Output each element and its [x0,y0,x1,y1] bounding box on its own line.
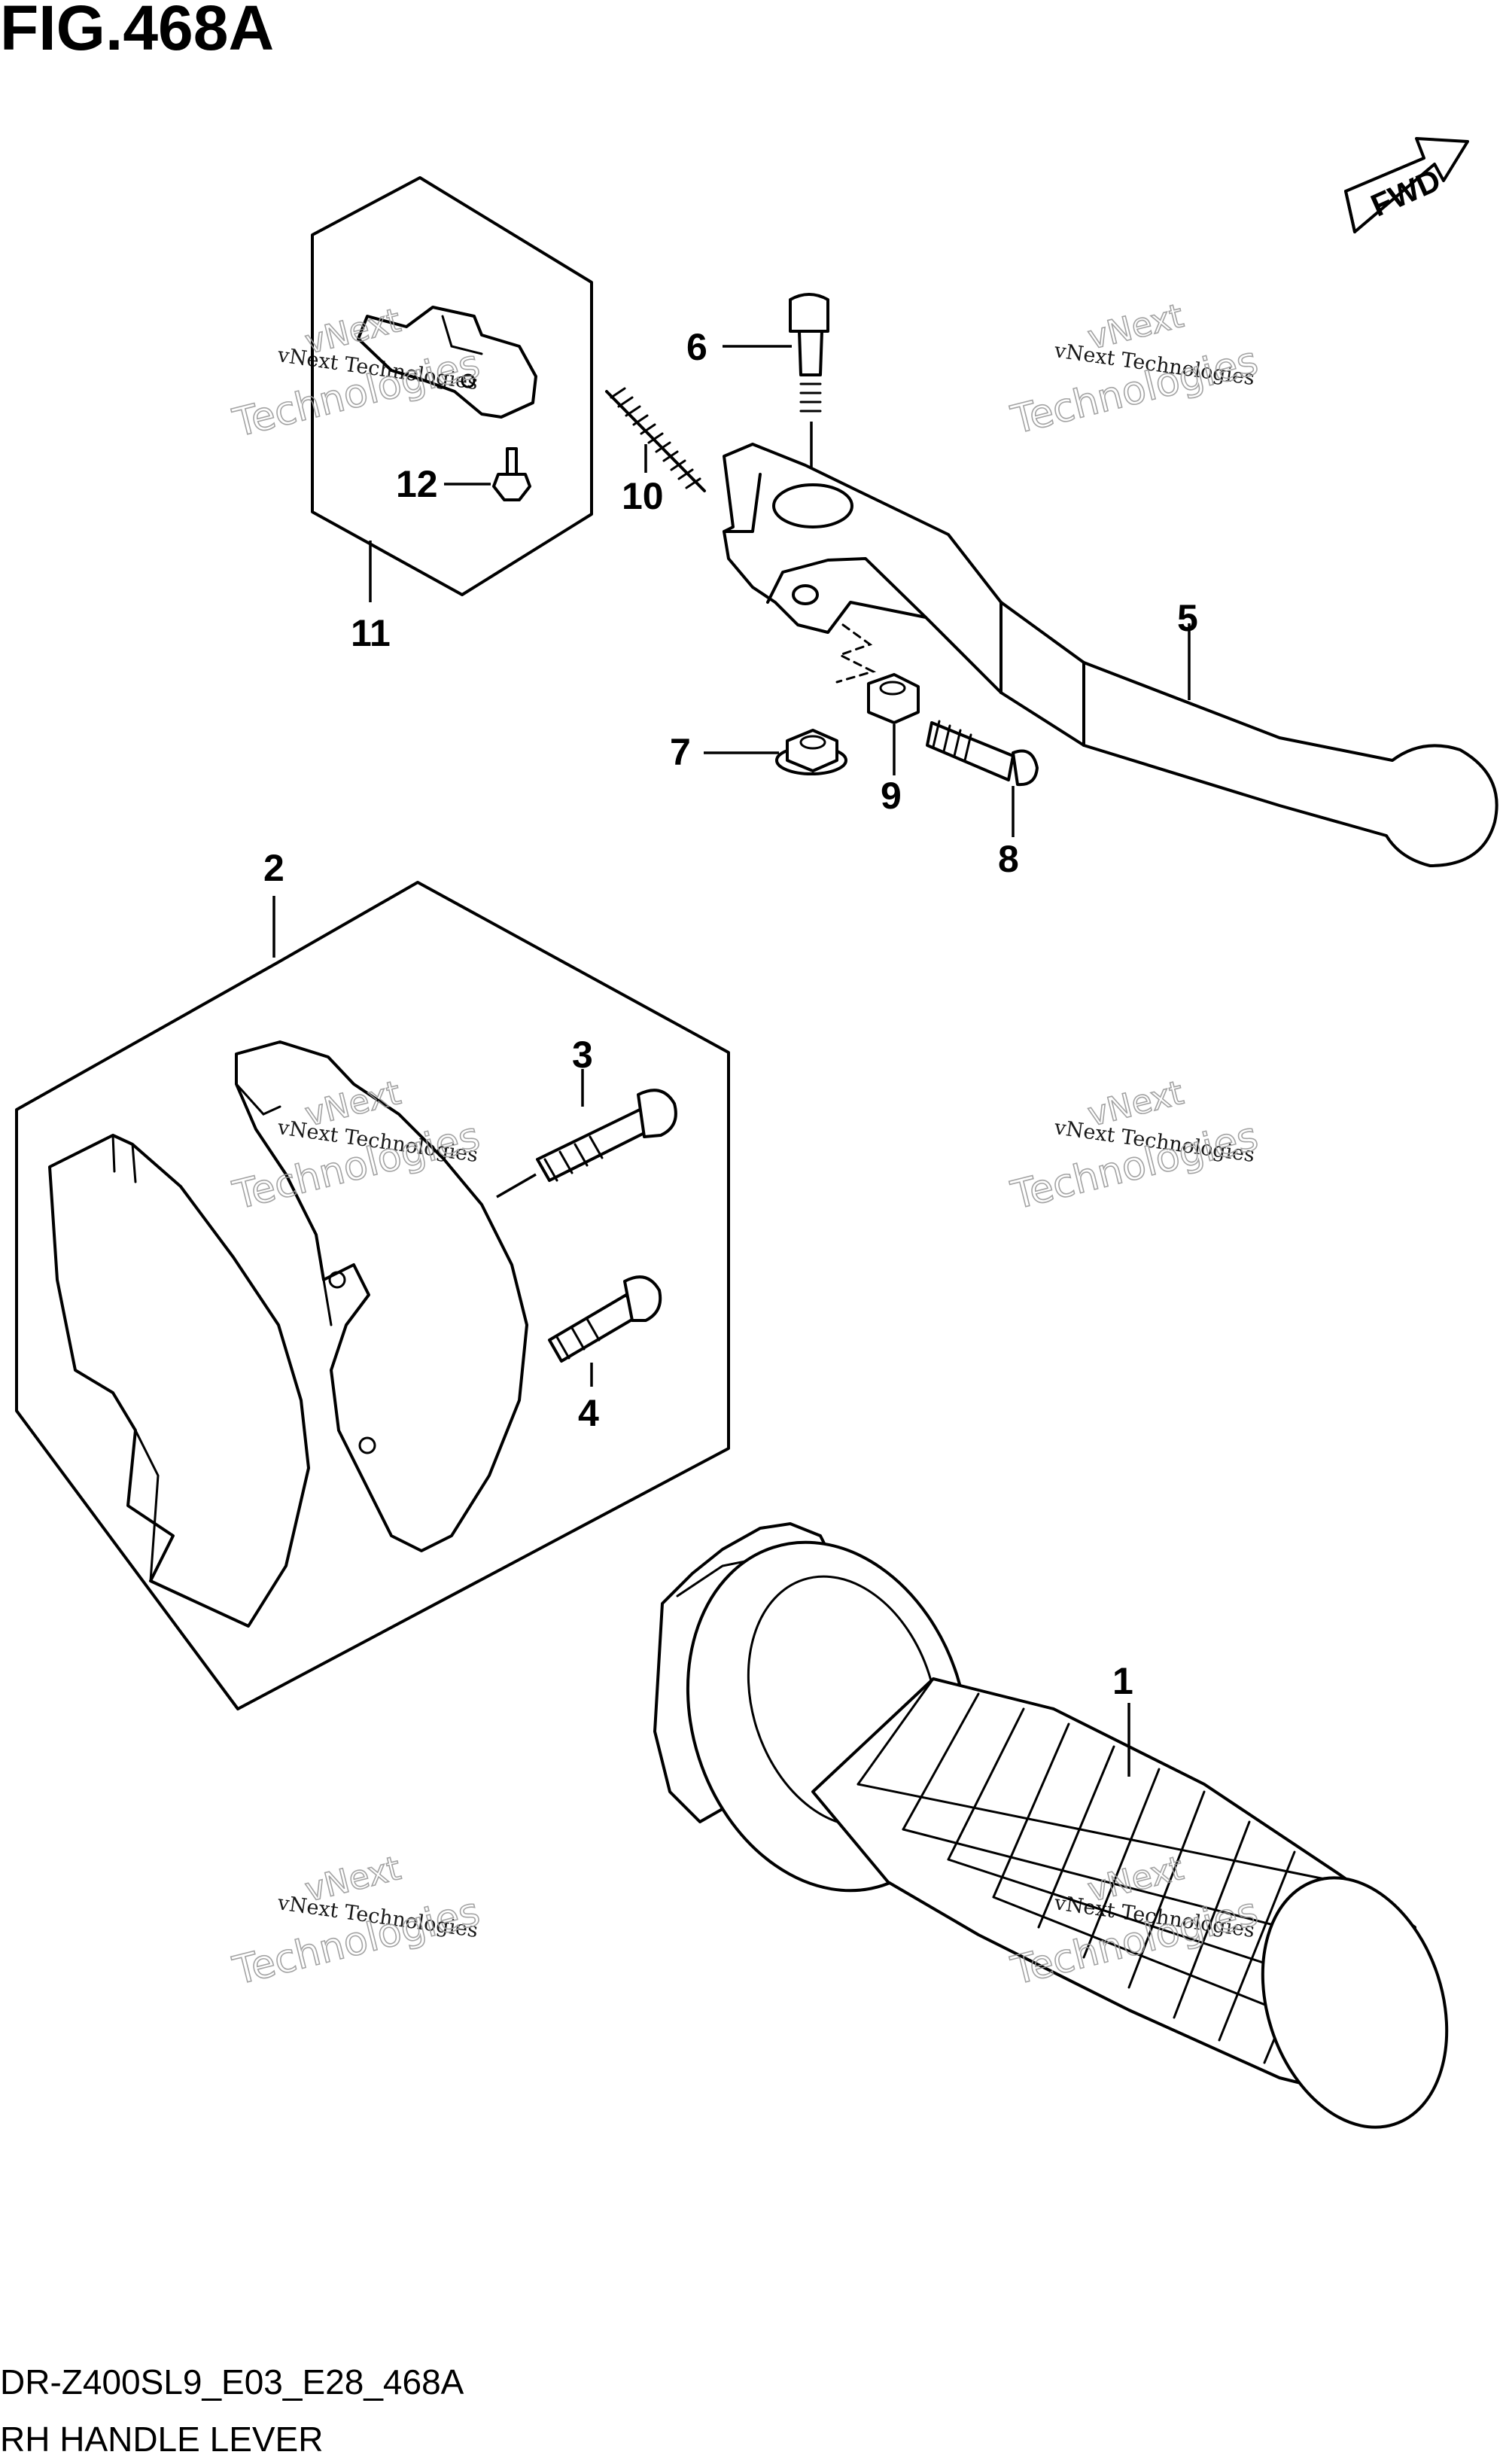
callout-6: 6 [686,326,707,368]
part-1-throttle-grip [653,1522,1449,2129]
watermark-middle-right: vNext Technologies vNext Technologies [1006,1073,1263,1219]
callout-8: 8 [998,838,1019,880]
callout-11: 11 [351,612,391,654]
watermark-bottom-left: vNext Technologies vNext Technologies [228,1848,485,1994]
svg-text:vNext: vNext [301,1849,404,1910]
callout-1: 1 [1112,1660,1133,1702]
callout-4: 4 [578,1392,599,1434]
forward-direction-arrow: FWD [1344,137,1469,233]
callout-12: 12 [396,463,438,505]
part-2-holder-assembly [15,881,730,1710]
watermark-top-right: vNext Technologies vNext Technologies [1006,296,1263,443]
part-7-flange-nut [775,729,847,775]
figure-title: FIG.468A [0,0,274,63]
callout-7: 7 [670,731,691,773]
part-6-pivot-bolt [789,293,829,413]
part-9-nut [867,673,920,724]
diagram-name: RH HANDLE LEVER [0,2420,323,2459]
svg-text:vNext: vNext [1084,1074,1187,1135]
svg-text:vNext: vNext [1084,297,1187,358]
callout-3: 3 [572,1034,593,1076]
part-5-brake-lever [723,443,1498,867]
part-11-switch-assembly [311,176,593,596]
callout-9: 9 [881,775,902,817]
leader-3b [496,1173,537,1198]
callout-10: 10 [622,475,664,517]
callout-2: 2 [263,847,284,889]
part-10-spring [605,387,706,492]
part-8-bolt [926,720,1039,787]
diagram-code: DR-Z400SL9_E03_E28_468A [0,2362,464,2402]
callout-5: 5 [1177,597,1198,639]
